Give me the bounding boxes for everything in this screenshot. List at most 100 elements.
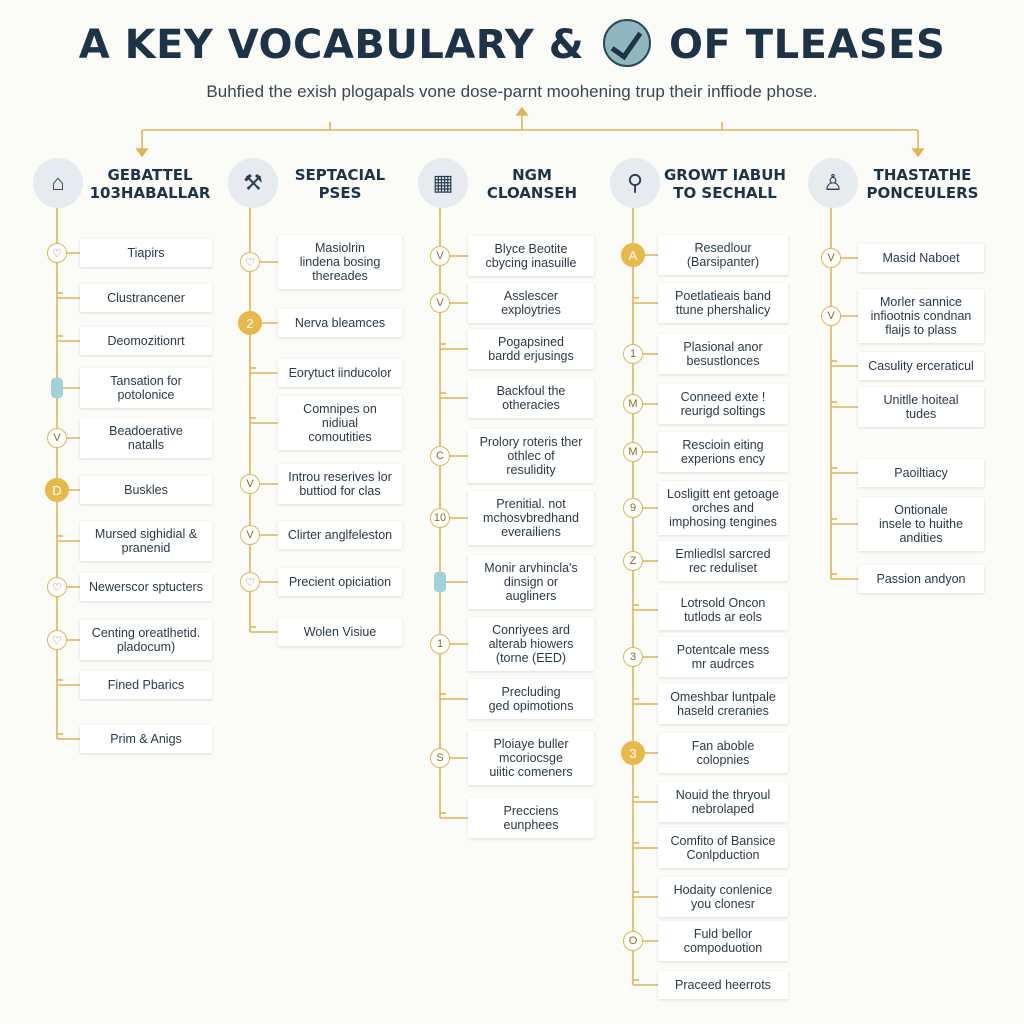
node-marker: V [430, 293, 450, 313]
vocab-item-box: Fined Pbarics [80, 671, 212, 699]
vocab-item-box: Precient opiciation [278, 568, 402, 596]
vocab-item-box: Masid Naboet [858, 244, 984, 272]
node-marker: 10 [430, 508, 450, 528]
vocab-item-box: Backfoul the otheracies [468, 378, 594, 418]
vocab-item-box: Clustrancener [80, 284, 212, 312]
vocab-item-box: Ploiaye buller mcoriocsge uiitic comener… [468, 731, 594, 785]
vocab-item-box: Paoiltiacy [858, 459, 984, 487]
vocab-item-box: Plasional anor besustlonces [658, 334, 788, 374]
heart-node-icon: ♡ [240, 572, 260, 592]
vocab-item-box: Passion andyon [858, 565, 984, 593]
node-marker: C [430, 446, 450, 466]
vocab-item-box: Ontionale insele to huithe andities [858, 497, 984, 551]
vocab-item-box: Lotrsold Oncon tutlods ar eols [658, 590, 788, 630]
node-marker: O [623, 931, 643, 951]
vocab-item-box: Comnipes on nidiual comoutities [278, 396, 402, 450]
vocab-item-box: Wolen Visiue [278, 618, 402, 646]
node-marker: 1 [623, 344, 643, 364]
node-marker: S [430, 748, 450, 768]
node-marker: 1 [430, 634, 450, 654]
factory-icon: ⚒ [228, 158, 278, 208]
vocab-item-box: Omeshbar luntpale haseld creranies [658, 684, 788, 724]
vocab-item-box: Poetlatieais band ttune phershalicy [658, 283, 788, 323]
checkmark-emblem-icon [602, 19, 651, 67]
vocab-item-box: Masiolrin lindena bosing thereades [278, 235, 402, 289]
vocab-item-box: Praceed heerrots [658, 971, 788, 999]
vocab-item-box: Fan aboble colopnies [658, 733, 788, 773]
vocab-item-box: Precciens eunphees [468, 798, 594, 838]
column-heading: SEPTACIAL PSES [294, 166, 386, 202]
vocab-item-box: Mursed sighidial & pranenid [80, 521, 212, 561]
center-arrow-icon [515, 106, 529, 116]
node-marker: 3 [621, 741, 645, 765]
vocab-item-box: Tansation for potolonice [80, 368, 212, 408]
vocab-item-box: Buskles [80, 476, 212, 504]
vocab-item-box: Conneed exte ! reurigd soltings [658, 384, 788, 424]
vocab-item-box: Potentcale mess mr audrces [658, 637, 788, 677]
vocab-item-box: Newerscor sptucters [80, 573, 212, 601]
right-arrow-icon [911, 148, 925, 158]
vocab-item-box: Monir arvhincla's dinsign or augliners [468, 555, 594, 609]
heart-node-icon: ♡ [240, 252, 260, 272]
vocab-item-box: Fuld bellor compoduotion [658, 921, 788, 961]
vocab-item-box: Comfito of Bansice Conlpduction [658, 828, 788, 868]
page-subtitle: Buhfied the exish plogapals vone dose-pa… [206, 82, 818, 101]
vocab-item-box: Prenitial. not mchosvbredhand everailien… [468, 491, 594, 545]
node-marker: Z [623, 551, 643, 571]
person-icon: ♙ [808, 158, 858, 208]
vocab-item-box: Prolory roteris ther othlec of resulidit… [468, 429, 594, 483]
vocab-item-box: Deomozitionrt [80, 327, 212, 355]
calculator-icon: ▦ [418, 158, 468, 208]
vocab-item-box: Rescioin eiting experions ency [658, 432, 788, 472]
vocab-item-box: Clirter anglfeleston [278, 521, 402, 549]
vocab-item-box: Losligitt ent getoage orches and imphosi… [658, 481, 788, 535]
column-heading: GEBATTEL 103HABALLAR [89, 166, 211, 202]
node-marker: 3 [623, 647, 643, 667]
vocab-item-box: Resedlour (Barsipanter) [658, 235, 788, 275]
column-heading: GROWT IABUH TO SECHALL [664, 166, 786, 202]
node-marker: A [621, 243, 645, 267]
vocab-item-box: Asslescer exploytries [468, 283, 594, 323]
page-title: A KEY VOCABULARY & OF TLEASES [0, 19, 1024, 68]
heart-node-icon: ♡ [47, 630, 67, 650]
left-arrow-icon [135, 148, 149, 158]
vocab-item-box: Hodaity conlenice you clonesr [658, 877, 788, 917]
vocab-item-box: Emliedlsl sarcred rec reduliset [658, 541, 788, 581]
vocab-item-box: Centing oreatlhetid. pladocum) [80, 620, 212, 660]
heart-node-icon: ♡ [47, 243, 67, 263]
node-marker: V [240, 525, 260, 545]
node-marker: M [623, 394, 643, 414]
vocab-item-box: Eorytuct iinducolor [278, 359, 402, 387]
vocab-item-box: Introu reserives lor buttiod for clas [278, 464, 402, 504]
vocab-item-box: Conriyees ard alterab hiowers (torne (EE… [468, 617, 594, 671]
title-left: A KEY VOCABULARY & [78, 22, 585, 68]
vocab-item-box: Nerva bleamces [278, 309, 402, 337]
vocab-item-box: Morler sannice infiootnis condnan flaijs… [858, 289, 984, 343]
teal-tag-icon [51, 378, 63, 398]
node-marker: V [821, 248, 841, 268]
vocab-item-box: Pogapsined bardd erjusings [468, 329, 594, 369]
node-marker: D [45, 478, 69, 502]
teal-tag-icon [434, 572, 446, 592]
node-marker: V [240, 474, 260, 494]
vocab-item-box: Unitlle hoiteal tudes [858, 387, 984, 427]
column-heading: THASTATHE PONCEULERS [866, 166, 979, 202]
vocab-item-box: Tiapirs [80, 239, 212, 267]
column-heading: NGM CLOANSEH [486, 166, 578, 202]
faucet-icon: ⚲ [610, 158, 660, 208]
node-marker: V [430, 246, 450, 266]
node-marker: V [47, 428, 67, 448]
vocab-item-box: Blyce Beotite cbycing inasuille [468, 236, 594, 276]
node-marker: 9 [623, 498, 643, 518]
node-marker: V [821, 306, 841, 326]
vocab-item-box: Beadoerative natalls [80, 418, 212, 458]
title-right: OF TLEASES [669, 22, 946, 68]
node-marker: M [623, 442, 643, 462]
node-marker: 2 [238, 311, 262, 335]
vocab-item-box: Nouid the thryoul nebrolaped [658, 782, 788, 822]
house-icon: ⌂ [33, 158, 83, 208]
vocab-item-box: Precluding ged opimotions [468, 679, 594, 719]
vocab-item-box: Casulity erceraticul [858, 352, 984, 380]
heart-node-icon: ♡ [47, 577, 67, 597]
vocab-item-box: Prim & Anigs [80, 725, 212, 753]
